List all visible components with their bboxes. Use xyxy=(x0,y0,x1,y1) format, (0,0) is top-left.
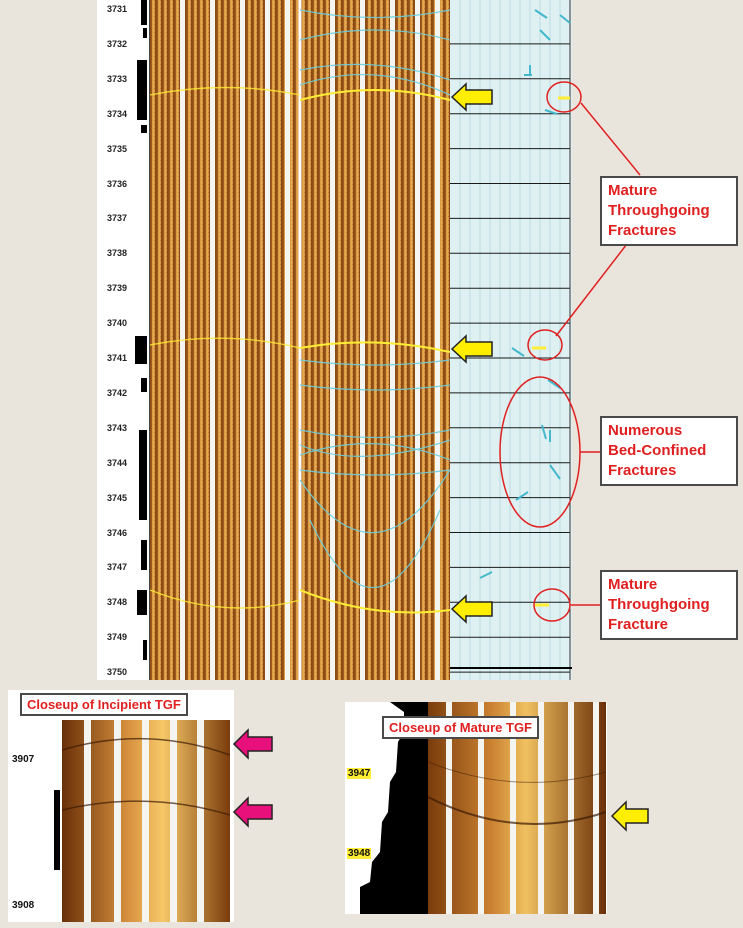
depth-label: 3741 xyxy=(107,353,128,363)
depth-label: 3743 xyxy=(107,422,128,433)
depth-label: 3733 xyxy=(107,73,128,84)
depth-label: 3750 xyxy=(107,667,128,678)
magenta-arrow-icon xyxy=(232,796,273,828)
closeup-incipient-title: Closeup of Incipient TGF xyxy=(20,693,188,716)
closeup-mature-depth-bottom: 3948 xyxy=(347,848,372,859)
yellow-arrow-icon xyxy=(450,82,493,112)
closeup-mature-depth-top: 3947 xyxy=(347,768,372,779)
yellow-arrow-icon xyxy=(610,800,649,832)
depth-label: 3740 xyxy=(107,318,128,329)
depth-label: 3746 xyxy=(107,527,128,538)
depth-label: 3737 xyxy=(107,213,128,224)
closeup-incipient-depth-top: 3907 xyxy=(12,754,35,765)
depth-label: 3735 xyxy=(107,143,128,154)
closeup-incipient-depth-bar xyxy=(54,790,60,870)
depth-label: 3742 xyxy=(107,387,128,398)
depth-label: 3745 xyxy=(107,492,128,503)
yellow-arrow-icon xyxy=(450,334,493,364)
closeup-incipient-depth-bottom: 3908 xyxy=(12,900,35,911)
callout-mature-throughgoing-fracture: Mature Throughgoing Fracture xyxy=(600,570,738,640)
depth-label: 3748 xyxy=(107,597,128,608)
fracture-sinusoids-left xyxy=(150,86,300,609)
closeup-mature-depth-track xyxy=(360,702,428,914)
magenta-arrow-icon xyxy=(232,728,273,760)
red-circle-marker xyxy=(499,376,581,528)
depth-label: 3749 xyxy=(107,632,128,643)
fracture-sinusoids xyxy=(300,9,450,614)
closeup-mature-title: Closeup of Mature TGF xyxy=(382,716,539,739)
depth-label: 3744 xyxy=(107,457,128,468)
depth-track xyxy=(135,0,150,680)
dip-tadpole-track xyxy=(450,0,572,680)
red-circle-marker xyxy=(546,81,582,113)
depth-label: 3747 xyxy=(107,562,128,573)
red-circle-marker xyxy=(533,588,571,622)
depth-label: 3738 xyxy=(107,248,128,259)
depth-label: 3734 xyxy=(107,108,128,119)
closeup-incipient-image xyxy=(62,720,230,922)
callout-numerous-bed-confined: Numerous Bed-Confined Fractures xyxy=(600,416,738,486)
red-circle-marker xyxy=(527,329,563,361)
yellow-arrow-icon xyxy=(450,594,493,624)
depth-label: 3736 xyxy=(107,178,128,189)
depth-label: 3739 xyxy=(107,283,128,294)
depth-label: 3731 xyxy=(107,4,128,14)
borehole-image-main xyxy=(150,0,450,680)
callout-mature-throughgoing-fractures: Mature Throughgoing Fractures xyxy=(600,176,738,246)
depth-label: 3732 xyxy=(107,38,128,49)
